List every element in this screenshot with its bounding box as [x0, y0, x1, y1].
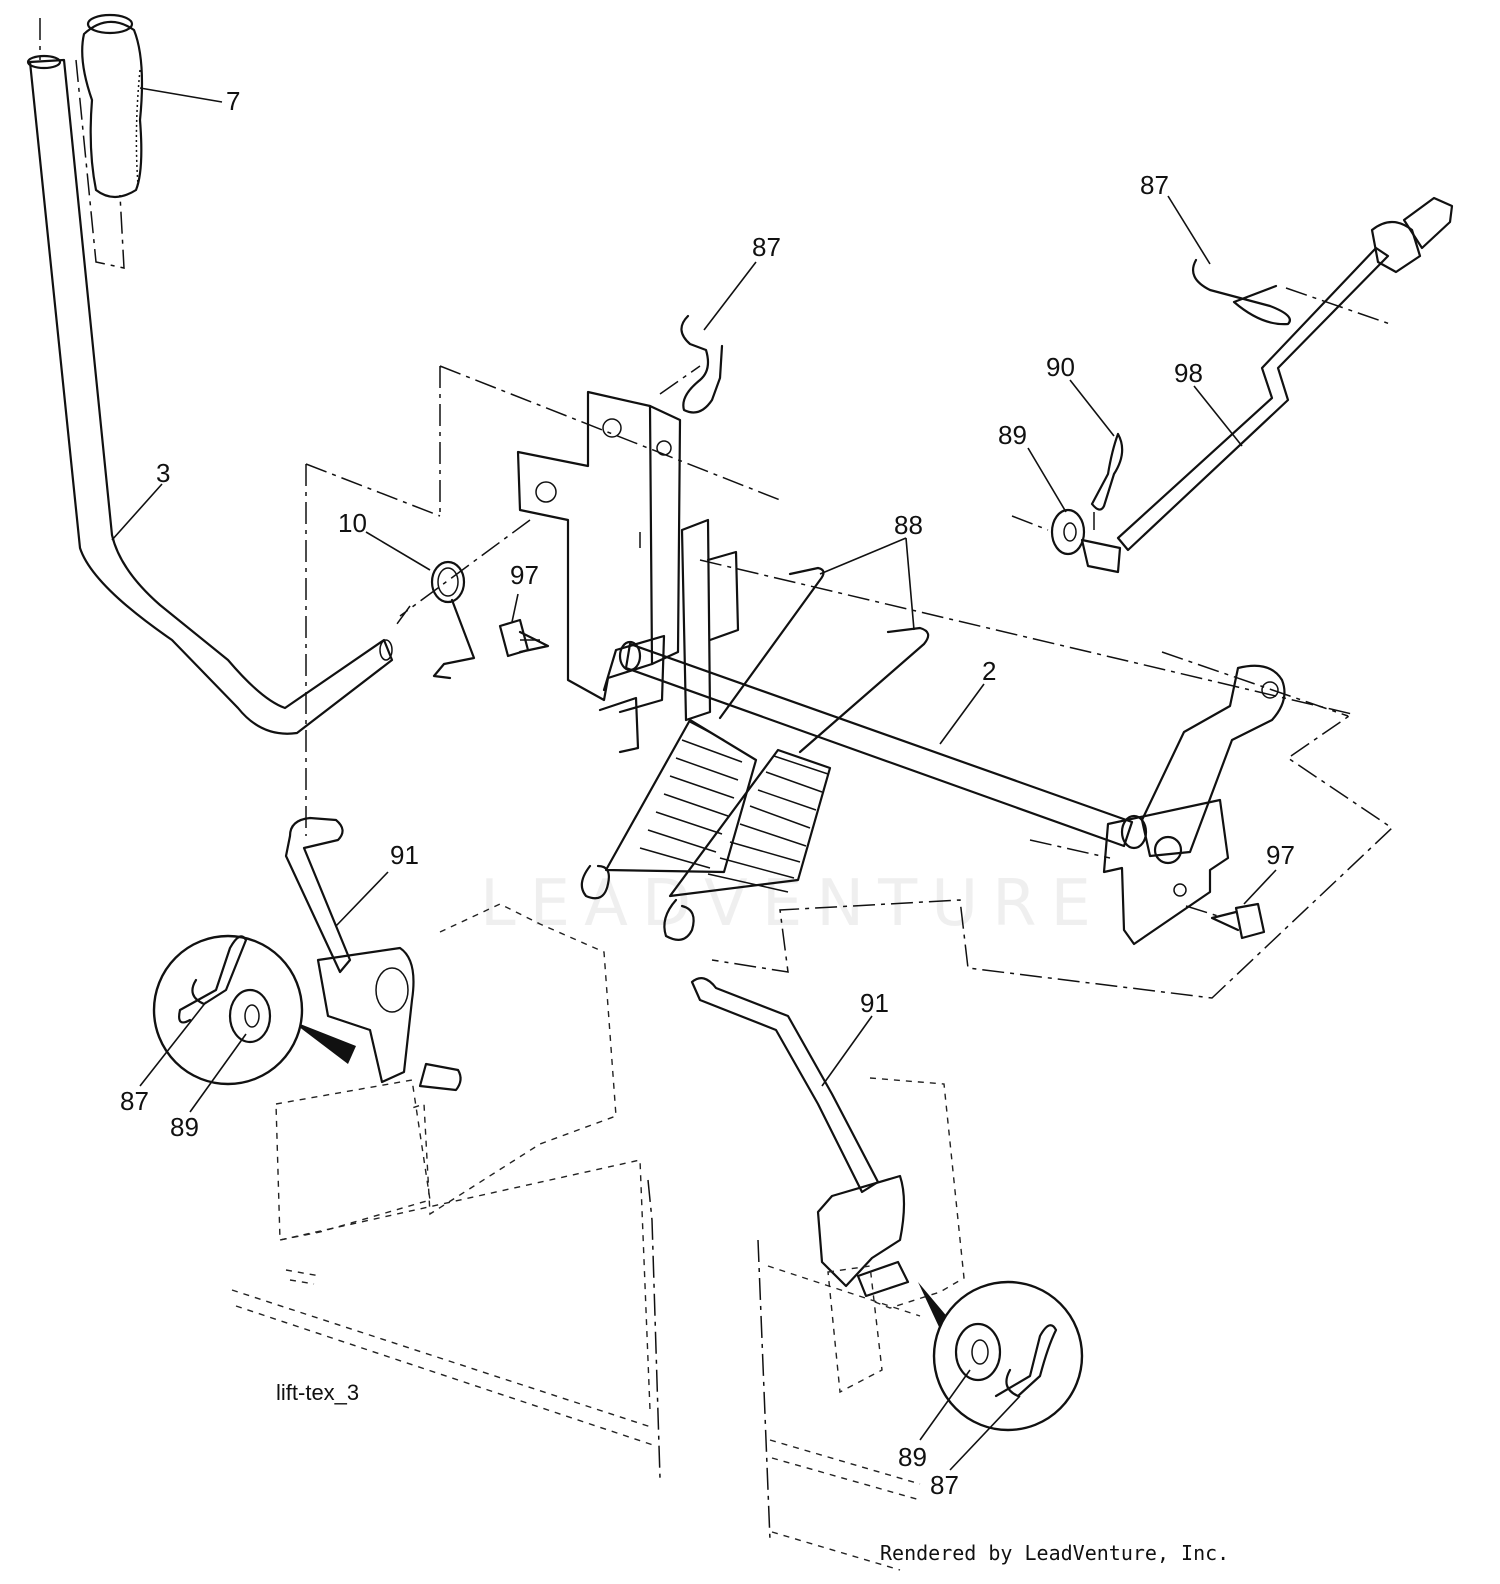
callout-7: 7 [226, 86, 240, 116]
lift-rod-98 [1080, 196, 1454, 574]
centerline-clip [659, 365, 701, 395]
centerline-bolt-right [1029, 839, 1219, 917]
centerline-shaft [639, 532, 1394, 999]
leader-lines [111, 87, 1277, 1471]
centerline-left-chassis [647, 1179, 661, 1479]
washer-89-top [1050, 508, 1086, 556]
centerline-rod-end [1285, 287, 1391, 325]
callout-97-right: 97 [1266, 840, 1295, 870]
hairpin-clip-87-center [680, 314, 724, 414]
torsion-spring-10 [430, 560, 476, 680]
bolt-97-right [1210, 902, 1266, 940]
callout-88: 88 [894, 510, 923, 540]
callout-89-left-detail: 89 [170, 1112, 199, 1142]
callout-89-right-detail: 89 [898, 1442, 927, 1472]
detail-callout-left [152, 934, 356, 1086]
lever-grip-7 [81, 13, 144, 199]
callout-10: 10 [338, 508, 367, 538]
lift-lever-3 [26, 54, 394, 735]
extension-spring-88-right [663, 626, 930, 941]
callout-90: 90 [1046, 352, 1075, 382]
centerline-bracket-top [439, 365, 781, 516]
callout-87-right-detail: 87 [930, 1470, 959, 1500]
callout-87-center: 87 [752, 232, 781, 262]
callout-87-right: 87 [1140, 170, 1169, 200]
callout-97-left: 97 [510, 560, 539, 590]
credit-text: Rendered by LeadVenture, Inc. [880, 1541, 1229, 1565]
bolt-97-left [498, 618, 550, 658]
ghost-chassis-left [231, 903, 657, 1447]
link-rod-91-left [284, 816, 462, 1092]
ghost-chassis-right [767, 1077, 965, 1571]
left-mount-bracket [516, 390, 682, 702]
callout-89-top: 89 [998, 420, 1027, 450]
centerline-washer [1011, 512, 1095, 531]
link-rod-91-right [690, 977, 910, 1298]
right-lift-arm [1102, 664, 1286, 946]
hairpin-clip-87-right [1192, 258, 1291, 326]
centerline-left-pivot [305, 463, 441, 836]
cotter-pin-90 [1090, 432, 1124, 511]
centerline-grip [39, 18, 125, 269]
centerline-spring [393, 519, 531, 629]
actuator-plate [598, 518, 740, 754]
centerline-arm [1161, 651, 1349, 717]
centerline-right-chassis [757, 1239, 771, 1541]
lift-shaft-2 [618, 640, 1148, 850]
callout-87-left-detail: 87 [120, 1086, 149, 1116]
callout-98: 98 [1174, 358, 1203, 388]
callout-2: 2 [982, 656, 996, 686]
extension-spring-88-left [580, 566, 825, 900]
detail-callout-right [918, 1280, 1084, 1432]
callout-91-left: 91 [390, 840, 419, 870]
callout-3: 3 [156, 458, 170, 488]
callout-91-right: 91 [860, 988, 889, 1018]
figure-code: lift-tex_3 [276, 1380, 359, 1405]
